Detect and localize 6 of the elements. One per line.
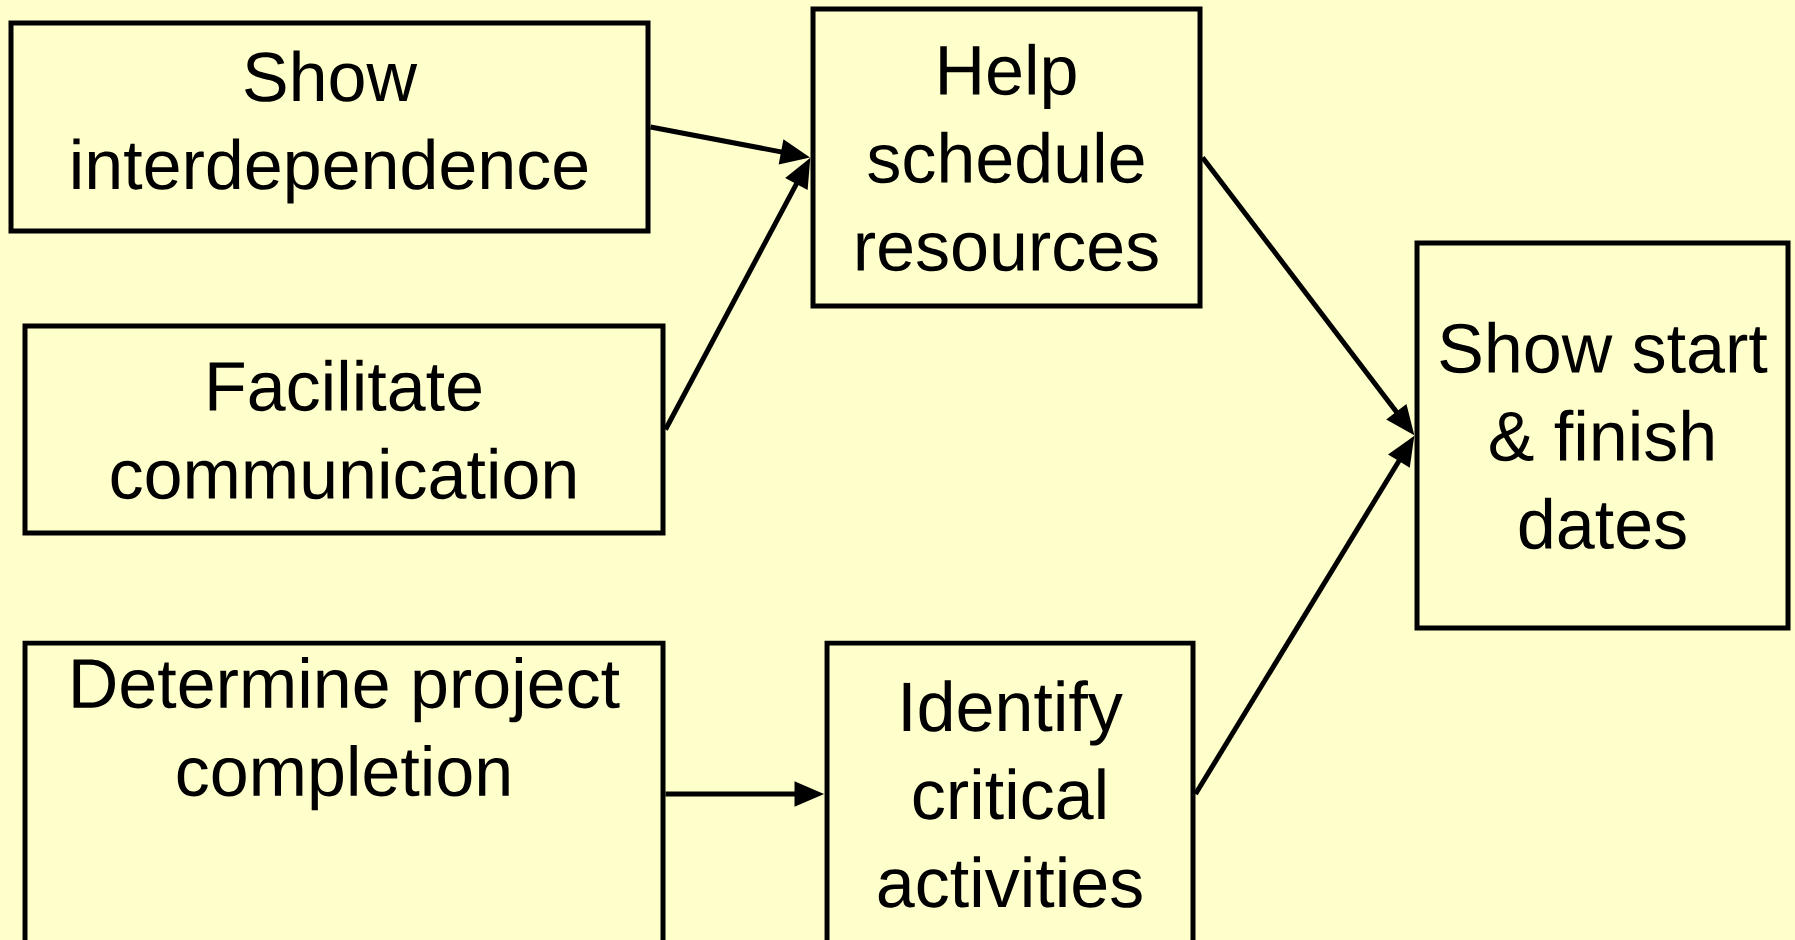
process-box: Identify critical activities [824, 640, 1196, 940]
process-box: Help schedule resources [810, 6, 1203, 309]
process-box: Facilitate communication [22, 323, 666, 536]
process-box: Show start & finish dates [1414, 240, 1791, 631]
process-box: Show interdependence [8, 20, 651, 234]
process-box: Determine project completion [22, 640, 666, 940]
